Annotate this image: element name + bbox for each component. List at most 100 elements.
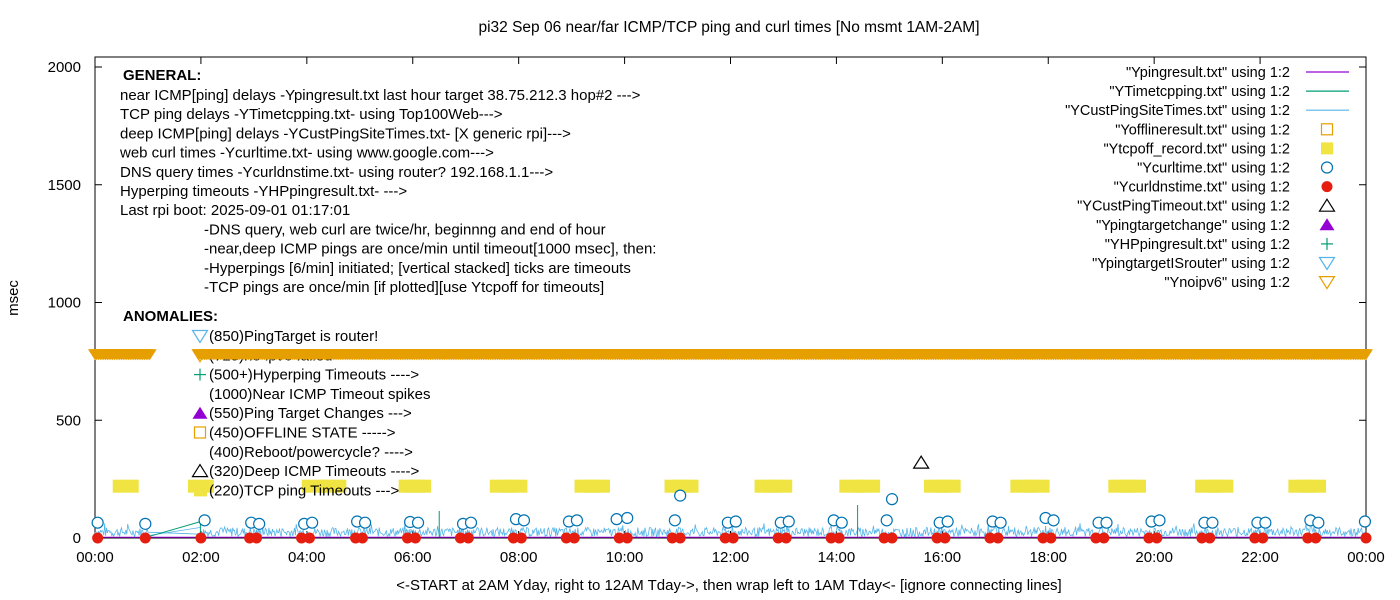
dnstime-marker [568, 532, 580, 544]
y-tick-label: 0 [73, 530, 81, 547]
general-title: GENERAL: [123, 67, 201, 84]
tcpoff-marker [672, 479, 699, 493]
tcpoff-marker [766, 479, 793, 493]
y-tick-label: 1500 [48, 177, 81, 194]
anomalies-title: ANOMALIES: [123, 308, 218, 325]
dnstime-marker [613, 532, 625, 544]
dnstime-marker [727, 532, 739, 544]
anomaly-line: (450)OFFLINE STATE -----> [209, 425, 396, 442]
dnstime-marker [1249, 532, 1261, 544]
legend-label: "Yofflineresult.txt" using 1:2 [1115, 122, 1290, 138]
dnstime-marker [666, 532, 678, 544]
overlay-layer [88, 349, 1373, 361]
dnstime-marker [409, 532, 421, 544]
legend-label: "Ynoipv6" using 1:2 [1164, 275, 1290, 291]
dnstime-marker [674, 532, 686, 544]
general-line: Hyperping timeouts -YHPpingresult.txt- -… [120, 183, 407, 200]
general-sub-line: -TCP pings are once/min [if plotted][use… [204, 279, 604, 296]
anomaly-icon [194, 368, 206, 381]
tcpoff-marker [1119, 479, 1146, 493]
dnstime-marker [1037, 532, 1049, 544]
dnstime-marker [825, 532, 837, 544]
series-tcpping-wrap-line [147, 521, 202, 538]
legend-label: "YHPpingresult.txt" using 1:2 [1105, 237, 1290, 253]
curltime-marker [621, 511, 634, 525]
noipv6-marker [1359, 349, 1373, 361]
curltime-marker [1047, 514, 1060, 527]
curltime-marker [306, 516, 319, 529]
x-axis-label: <-START at 2AM Yday, right to 12AM Tday-… [396, 577, 1061, 594]
curltime-marker [1259, 516, 1272, 529]
x-tick-label: 02:00 [182, 549, 220, 566]
anomaly-line: (400)Reboot/powercycle? ----> [209, 444, 413, 461]
curltime-marker [139, 517, 152, 530]
legend: "Ypingresult.txt" using 1:2 "YTimetcpping… [1065, 65, 1349, 291]
legend-label: "YCustPingSiteTimes.txt" using 1:2 [1065, 103, 1290, 119]
x-tick-label: 06:00 [394, 549, 432, 566]
dnstime-marker [1257, 532, 1269, 544]
general-sub-line: -near,deep ICMP pings are once/min until… [204, 241, 656, 258]
legend-swatch [1321, 181, 1333, 193]
dnstime-marker [621, 532, 633, 544]
legend-label: "Ypingtargetchange" using 1:2 [1096, 218, 1290, 234]
dnstime-marker [139, 532, 151, 544]
annotation-block: GENERAL: near ICMP[ping] delays -Ypingres… [119, 67, 656, 499]
x-tick-label: 22:00 [1241, 549, 1279, 566]
y-tick-label: 1000 [48, 295, 81, 312]
general-line: TCP ping delays -YTimetcpping.txt- using… [120, 106, 503, 123]
general-line: near ICMP[ping] delays -Ypingresult.txt … [120, 87, 641, 104]
curltime-marker [674, 489, 687, 502]
curltime-marker [1206, 516, 1219, 529]
general-line: Last rpi boot: 2025-09-01 01:17:01 [120, 202, 350, 219]
y-tick-label: 2000 [48, 59, 81, 76]
tcpoff-marker [584, 479, 611, 493]
curltime-marker [1358, 515, 1372, 528]
dnstime-marker [992, 532, 1004, 544]
curltime-marker [198, 514, 211, 527]
curltime-marker [1153, 514, 1166, 527]
dnstime-marker [401, 532, 413, 544]
curltime-marker [358, 516, 372, 529]
dnstime-marker [507, 532, 519, 544]
legend-swatch [1318, 198, 1336, 212]
legend-swatch [1321, 142, 1333, 155]
dnstime-marker [1302, 532, 1314, 544]
series-noipv6-band [88, 349, 1373, 361]
dnstime-marker [1098, 532, 1110, 544]
curltime-marker [885, 493, 899, 506]
curltime-marker [517, 514, 531, 527]
dnstime-marker [833, 532, 845, 544]
x-tick-label: 16:00 [924, 549, 962, 566]
general-line: web curl times -Ycurltime.txt- using www… [119, 145, 494, 162]
tcpoff-marker [112, 479, 139, 493]
dnstime-marker [296, 532, 308, 544]
dnstime-marker [939, 532, 951, 544]
tcpoff-marker [405, 479, 432, 493]
general-line: deep ICMP[ping] delays -YCustPingSiteTim… [120, 125, 571, 142]
dnstime-marker [984, 532, 996, 544]
curltime-marker [91, 516, 104, 529]
y-tick-label: 500 [56, 412, 81, 429]
dnstime-marker [462, 532, 474, 544]
dnstime-marker [515, 532, 527, 544]
curltime-marker [411, 516, 425, 529]
legend-label: "Ycurldnstime.txt" using 1:2 [1114, 180, 1290, 196]
legend-label: "YpingtargetISrouter" using 1:2 [1092, 256, 1290, 272]
curltime-marker [782, 515, 795, 528]
dnstime-marker [931, 532, 943, 544]
x-tick-label: 00:00 [76, 549, 114, 566]
legend-label: "Ypingresult.txt" using 1:2 [1126, 65, 1290, 81]
legend-swatch [1320, 161, 1334, 174]
x-tick-label: 10:00 [606, 549, 644, 566]
dnstime-marker [1310, 532, 1322, 544]
general-line: DNS query times -Ycurldnstime.txt- using… [120, 164, 553, 181]
legend-swatch [1318, 276, 1336, 290]
anomaly-icon [192, 406, 208, 419]
x-tick-label: 08:00 [500, 549, 538, 566]
legend-label: "YTimetcpping.txt" using 1:2 [1109, 84, 1290, 100]
general-sub-line: -DNS query, web curl are twice/hr, begin… [204, 222, 606, 239]
tcpoff-marker [1300, 479, 1327, 493]
dnstime-marker [1204, 532, 1216, 544]
